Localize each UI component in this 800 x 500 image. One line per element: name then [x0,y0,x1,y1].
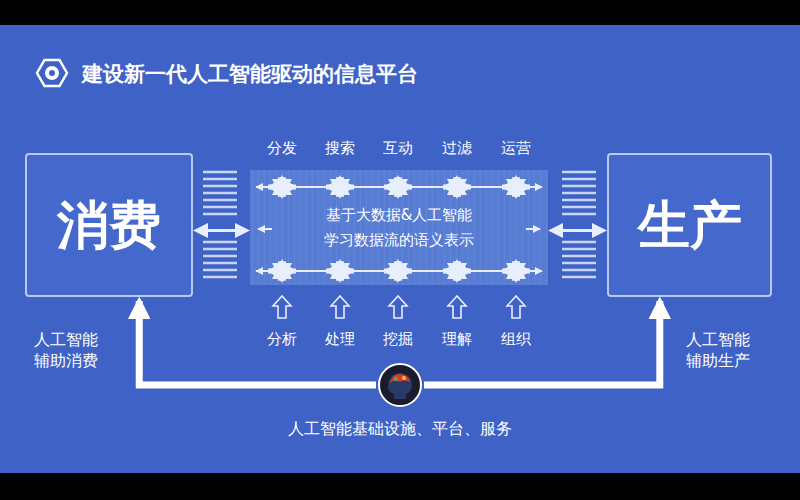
ai-infrastructure-node: 人工智能基础设施、平台、服务 [378,363,422,407]
operation-label: 过滤 [442,139,472,158]
flow-arrow [551,229,604,232]
up-arrows [273,296,525,318]
letterbox-bar [0,473,800,500]
brain-icon [380,365,420,405]
flow-arrow [196,229,247,232]
support-arrow [424,301,660,385]
operation-label: 组织 [501,330,531,349]
band-ground [250,170,548,285]
diagram-title: 建设新一代人工智能驱动的信息平台 [82,60,418,88]
node-text: 生产 [638,194,742,256]
node-text: 基于大数据&人工智能 学习数据流的语义表示 [320,203,478,253]
stripe-bars [203,172,596,277]
operation-label: 运营 [501,139,531,158]
operation-label: 处理 [325,330,355,349]
node-caption: 人工智能基础设施、平台、服务 [250,419,550,438]
operation-label: 分析 [267,330,297,349]
letterbox-bar [0,0,800,25]
edge-label: 人工智能 辅助消费 [34,330,104,372]
operation-label: 挖掘 [383,330,413,349]
edge-label: 人工智能 辅助生产 [686,330,756,372]
consumption-box: 消费 [25,153,193,297]
operation-label: 互动 [383,139,413,158]
flow-arrows [256,177,542,281]
operation-label: 搜索 [325,139,355,158]
node-text: 消费 [57,194,161,256]
operation-label: 理解 [442,330,472,349]
background [0,25,800,473]
production-box: 生产 [607,153,772,297]
operation-label: 分发 [267,139,297,158]
support-arrow [139,301,376,385]
title-icon [37,60,67,86]
semantic-band: 基于大数据&人工智能 学习数据流的语义表示 [250,170,548,285]
